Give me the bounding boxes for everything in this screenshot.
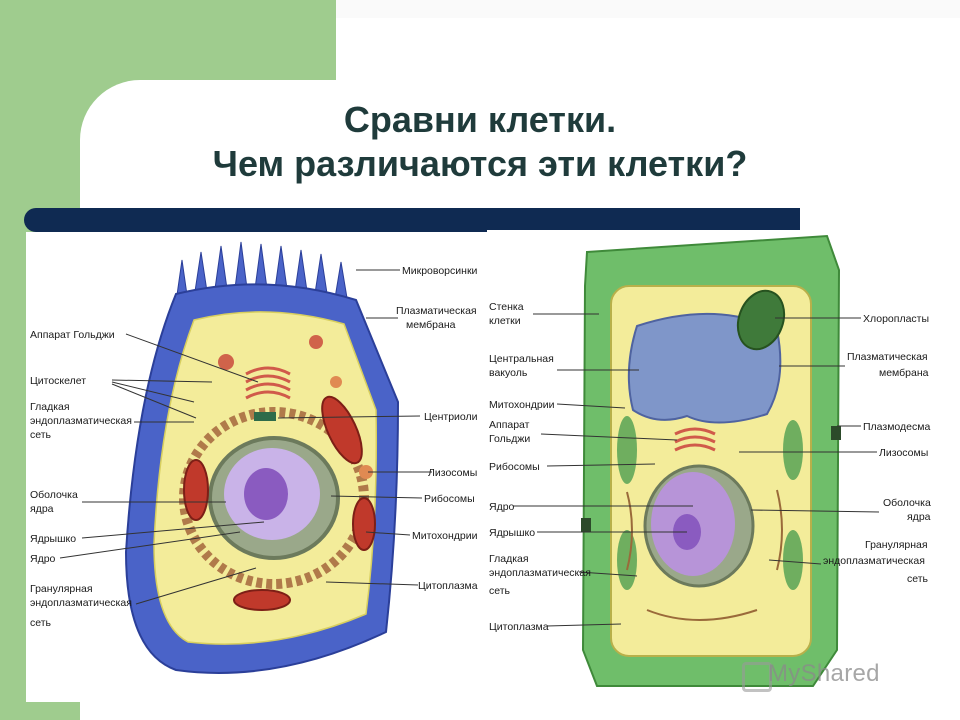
animal-label-microvilli: Микроворсинки (402, 265, 478, 277)
animal-mitochondrion (233, 589, 291, 611)
plant-golgi (674, 427, 716, 452)
animal-label-rough-er-3: сеть (30, 617, 52, 629)
plant-chloroplast (783, 530, 803, 590)
animal-label-golgi: Аппарат Гольджи (30, 329, 115, 341)
animal-label-rough-er-2: эндоплазматическая (30, 597, 132, 609)
animal-label-lysosomes: Лизосомы (428, 467, 477, 479)
slide-title-line2: Чем различаются эти клетки? (212, 143, 748, 184)
plant-label-nucleus: Ядро (489, 501, 515, 513)
animal-label-smooth-er-1: Гладкая (30, 401, 70, 413)
animal-label-nuclear-envelope-1: Оболочка (30, 489, 78, 501)
plant-plasmodesma (581, 518, 591, 532)
plant-label-smooth-er-1: Гладкая (489, 553, 529, 565)
plant-label-golgi-2: Гольджи (489, 433, 530, 445)
plant-label-plasmodesma: Плазмодесма (863, 421, 930, 433)
animal-cell-panel: Микроворсинки Плазматическая мембрана Це… (26, 232, 481, 702)
navy-accent-bar (24, 208, 800, 232)
plant-label-nuclear-envelope-2: ядра (907, 511, 931, 523)
plant-label-cell-wall-1: Стенка (489, 301, 524, 313)
animal-leader-lines (59, 269, 432, 605)
plant-cell-diagram: Стенка клетки Центральная вакуоль Митохо… (489, 234, 931, 687)
plant-label-rough-er-3: сеть (907, 573, 929, 585)
slide-title-line1: Сравни клетки. (343, 99, 617, 140)
animal-label-ribosomes: Рибосомы (424, 493, 475, 505)
animal-label-nuclear-envelope-2: ядра (30, 503, 54, 515)
plant-chloroplast (783, 420, 803, 480)
animal-centriole (254, 412, 276, 421)
plant-label-vacuole-1: Центральная (489, 353, 554, 365)
plant-chloroplast (617, 530, 637, 590)
plant-cell-panel: Стенка клетки Центральная вакуоль Митохо… (487, 230, 934, 700)
plant-label-smooth-er-3: сеть (489, 585, 511, 597)
animal-label-nucleus: Ядро (30, 553, 56, 565)
watermark-text: MyShared (768, 660, 880, 687)
plant-label-plasma-membrane-1: Плазматическая (847, 351, 928, 363)
plant-label-plasma-membrane-2: мембрана (879, 367, 929, 379)
plant-label-mitochondria: Митохондрии (489, 399, 555, 411)
animal-label-plasma-membrane-2: мембрана (406, 319, 456, 331)
animal-lysosome (330, 376, 342, 388)
top-strip (336, 0, 960, 18)
animal-nucleolus (244, 468, 288, 520)
plant-label-nucleolus: Ядрышко (489, 527, 535, 539)
animal-cell-diagram: Микроворсинки Плазматическая мембрана Це… (30, 241, 478, 674)
animal-mitochondrion (183, 459, 209, 521)
plant-plasmodesma (831, 426, 841, 440)
animal-label-cytoplasm: Цитоплазма (418, 580, 478, 592)
plant-label-golgi-1: Аппарат (489, 419, 530, 431)
animal-label-smooth-er-3: сеть (30, 429, 52, 441)
animal-label-plasma-membrane-1: Плазматическая (396, 305, 477, 317)
plant-leader-lines (513, 313, 880, 627)
animal-golgi (245, 366, 291, 400)
animal-label-mitochondria: Митохондрии (412, 530, 478, 542)
animal-lysosome (359, 465, 373, 479)
animal-label-cytoskeleton: Цитоскелет (30, 375, 86, 387)
animal-mitochondrion (352, 497, 376, 551)
plant-label-chloroplasts: Хлоропласты (863, 313, 929, 325)
plant-chloroplast (617, 416, 637, 484)
plant-chloroplast (736, 289, 786, 351)
plant-label-lysosomes: Лизосомы (879, 447, 928, 459)
plant-label-cell-wall-2: клетки (489, 315, 521, 327)
animal-mitochondrion (218, 354, 234, 370)
plant-label-ribosomes: Рибосомы (489, 461, 540, 473)
animal-label-smooth-er-2: эндоплазматическая (30, 415, 132, 427)
animal-mitochondrion (321, 395, 363, 465)
plant-label-rough-er-2: эндоплазматическая (823, 555, 925, 567)
plant-er (626, 489, 783, 621)
plant-label-nuclear-envelope-1: Оболочка (883, 497, 931, 509)
watermark-icon (742, 662, 772, 692)
animal-mitochondrion (309, 335, 323, 349)
animal-label-centrioles: Центриоли (424, 411, 478, 423)
plant-label-cytoplasm: Цитоплазма (489, 621, 549, 633)
animal-label-nucleolus: Ядрышко (30, 533, 76, 545)
plant-label-rough-er-1: Гранулярная (865, 539, 928, 551)
plant-label-vacuole-2: вакуоль (489, 367, 528, 379)
plant-label-smooth-er-2: эндоплазматическая (489, 567, 591, 579)
animal-label-rough-er-1: Гранулярная (30, 583, 93, 595)
